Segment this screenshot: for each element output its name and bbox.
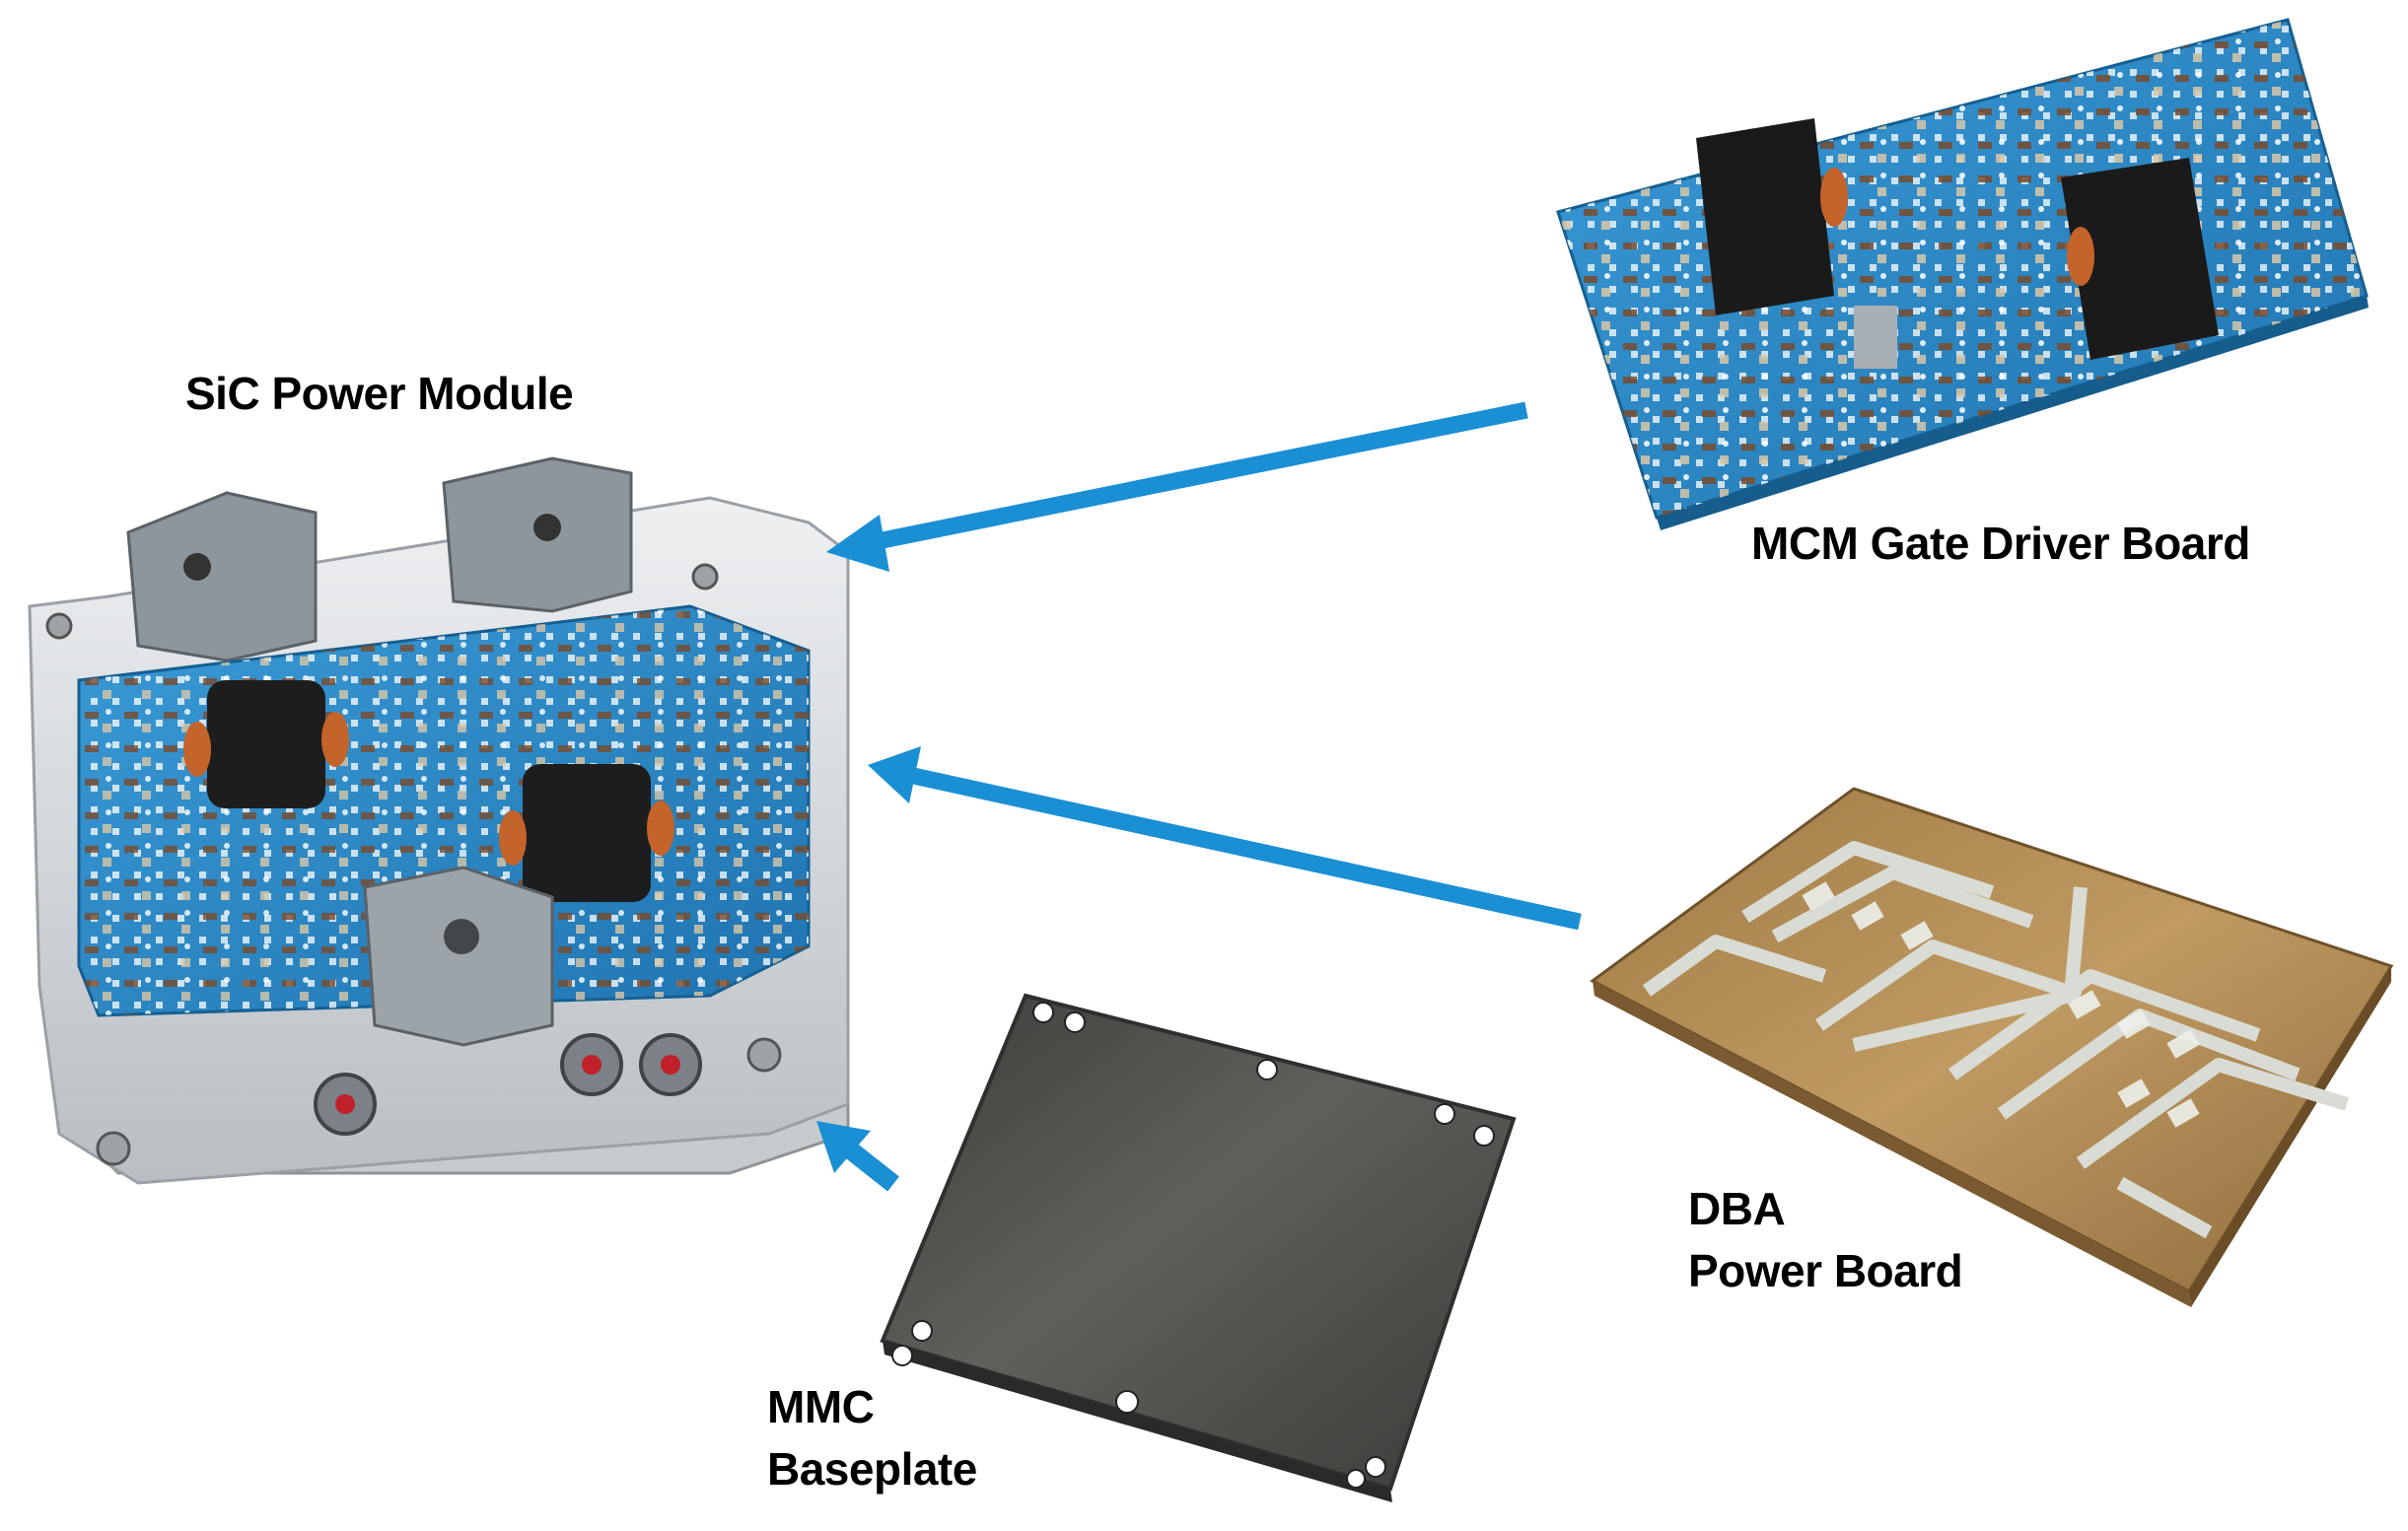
dba-power-board-image (1590, 787, 2394, 1307)
dba-power-board-label-line2: Power Board (1688, 1245, 1963, 1297)
arrow-baseplate-to-module (816, 1121, 899, 1192)
sic-power-module-label: SiC Power Module (185, 368, 574, 419)
mmc-baseplate-label-line1: MMC (767, 1381, 875, 1432)
arrow-gate-driver-to-module (826, 401, 1528, 572)
mmc-baseplate-image (880, 993, 1517, 1502)
arrow-power-board-to-module (868, 746, 1582, 931)
dba-power-board-label-line1: DBA (1688, 1183, 1786, 1234)
dba-power-board-label: DBA Power Board (1688, 1178, 1963, 1303)
mmc-baseplate-label-line2: Baseplate (767, 1443, 977, 1496)
mcm-gate-driver-board-image (1556, 18, 2369, 530)
mmc-baseplate-label: MMC Baseplate (767, 1376, 977, 1501)
mcm-gate-driver-board-label: MCM Gate Driver Board (1751, 518, 2250, 569)
sic-power-module-image (28, 456, 850, 1185)
